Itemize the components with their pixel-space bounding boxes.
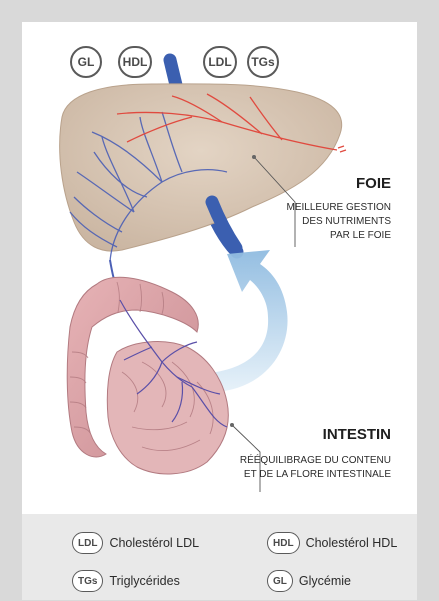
hdl-badge: HDL — [118, 46, 152, 78]
gl-badge: GL — [70, 46, 102, 78]
legend-item-ldl: LDL Cholestérol LDL — [72, 532, 199, 554]
hdl-badge: HDL — [267, 532, 300, 554]
legend: LDL Cholestérol LDL HDL Cholestérol HDL … — [22, 514, 417, 600]
ldl-badge: LDL — [203, 46, 237, 78]
legend-item-hdl: HDL Cholestérol HDL — [267, 532, 397, 554]
foie-title: FOIE — [356, 175, 391, 192]
tgs-badge: TGs — [247, 46, 279, 78]
legend-label: Cholestérol HDL — [306, 536, 398, 550]
foie-description: MEILLEURE GESTION DES NUTRIMENTS PAR LE … — [287, 201, 391, 243]
foie-desc-line: DES NUTRIMENTS — [287, 215, 391, 229]
intestin-description: RÉÉQUILIBRAGE DU CONTENU ET DE LA FLORE … — [240, 454, 391, 482]
intestin-desc-line: ET DE LA FLORE INTESTINALE — [240, 468, 391, 482]
illustration-panel: GL HDL LDL TGs FOIE MEILLEURE GESTION DE… — [22, 22, 417, 514]
legend-label: Cholestérol LDL — [109, 536, 199, 550]
intestin-title: INTESTIN — [323, 426, 391, 443]
legend-item-gl: GL Glycémie — [267, 570, 351, 592]
gl-badge: GL — [267, 570, 293, 592]
tgs-badge: TGs — [72, 570, 103, 592]
ldl-badge: LDL — [72, 532, 103, 554]
legend-label: Triglycérides — [109, 574, 179, 588]
legend-item-tgs: TGs Triglycérides — [72, 570, 180, 592]
intestin-desc-line: RÉÉQUILIBRAGE DU CONTENU — [240, 454, 391, 468]
legend-label: Glycémie — [299, 574, 351, 588]
foie-desc-line: PAR LE FOIE — [287, 229, 391, 243]
foie-desc-line: MEILLEURE GESTION — [287, 201, 391, 215]
small-intestine — [107, 342, 228, 474]
